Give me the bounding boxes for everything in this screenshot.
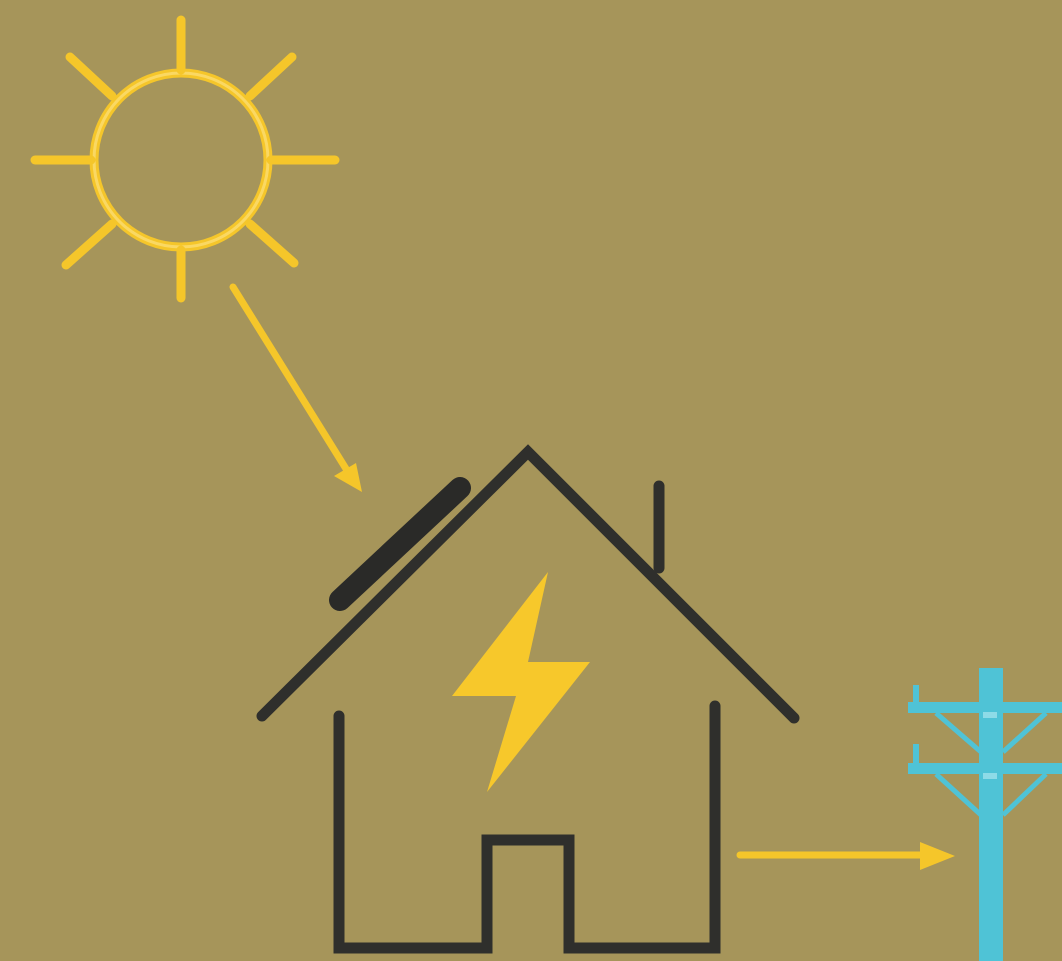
power-pole-insulator <box>913 685 919 704</box>
power-pole-highlight <box>983 773 997 779</box>
power-pole-insulator <box>913 744 919 765</box>
power-pole-crossarm-lower <box>908 763 1062 774</box>
power-pole-highlight <box>983 712 997 718</box>
power-pole-crossarm-upper <box>908 702 1062 713</box>
